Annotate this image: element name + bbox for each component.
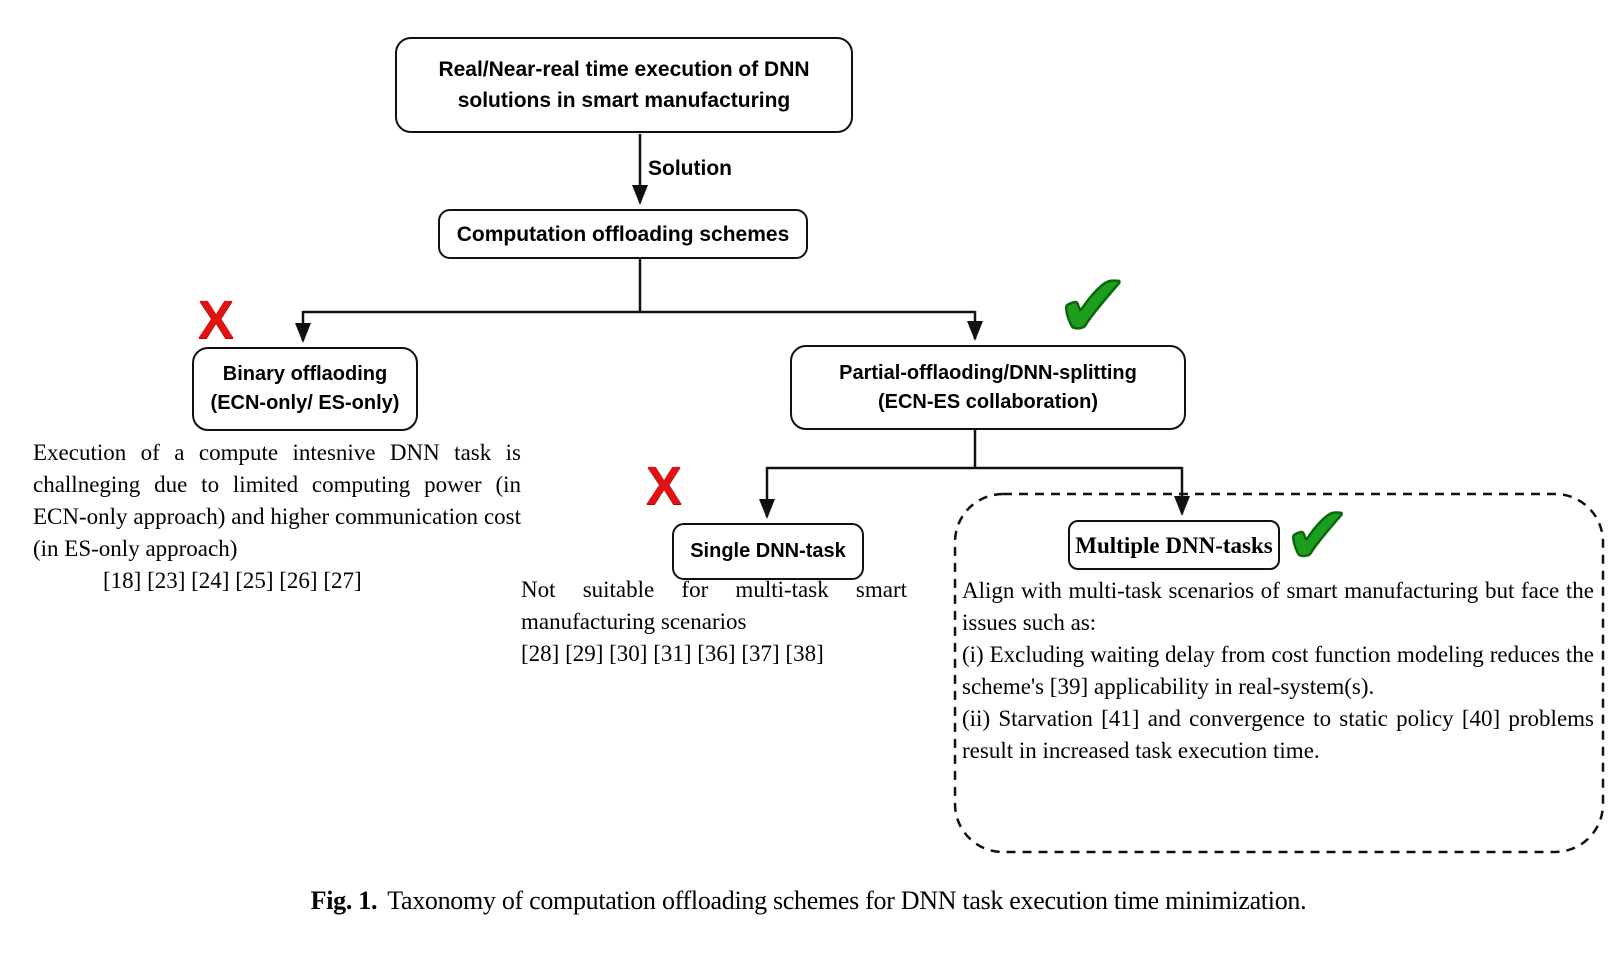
multiple-dnn-note: Align with multi-task scenarios of smart… xyxy=(962,575,1594,767)
check-icon: ✔ xyxy=(1055,254,1131,357)
figure-caption: Fig. 1. Taxonomy of computation offloadin… xyxy=(0,886,1617,916)
multiple-note-issue-i: (i) Excluding waiting delay from cost fu… xyxy=(962,642,1594,699)
figure-caption-text: Taxonomy of computation offloading schem… xyxy=(387,886,1307,915)
node-offloading-label: Computation offloading schemes xyxy=(456,222,790,246)
node-multiple-label: Multiple DNN-tasks xyxy=(1075,532,1273,558)
multiple-note-intro: Align with multi-task scenarios of smart… xyxy=(962,578,1594,635)
node-root-line2: solutions in smart manufacturing xyxy=(457,89,791,112)
solution-edge-label: Solution xyxy=(648,157,732,180)
binary-offloading-note: Execution of a compute intesnive DNN tas… xyxy=(33,437,521,597)
node-binary-offloading: Binary offlaoding (ECN-only/ ES-only) xyxy=(192,347,418,431)
figure-caption-label: Fig. 1. xyxy=(310,886,378,915)
single-dnn-note: Not suitable for multi-task smart manufa… xyxy=(521,574,907,670)
node-root-problem: Real/Near-real time execution of DNN sol… xyxy=(395,37,853,133)
single-note-text: Not suitable for multi-task smart manufa… xyxy=(521,577,907,634)
cross-icon: X xyxy=(198,290,235,350)
binary-note-references: [18] [23] [24] [25] [26] [27] xyxy=(103,568,362,593)
single-note-references: [28] [29] [30] [31] [36] [37] [38] xyxy=(521,641,824,666)
node-root-line1: Real/Near-real time execution of DNN xyxy=(438,58,810,81)
cross-icon: X xyxy=(646,456,683,516)
check-icon: ✔ xyxy=(1283,489,1353,582)
node-multiple-dnn-tasks: Multiple DNN-tasks xyxy=(1068,520,1280,570)
node-single-dnn-task: Single DNN-task xyxy=(672,523,864,580)
multiple-note-issue-ii: (ii) Starvation [41] and convergence to … xyxy=(962,706,1594,763)
node-binary-line1: Binary offlaoding xyxy=(222,363,388,385)
node-single-label: Single DNN-task xyxy=(690,540,846,562)
binary-note-text: Execution of a compute intesnive DNN tas… xyxy=(33,440,521,561)
node-binary-line2: (ECN-only/ ES-only) xyxy=(210,392,400,414)
node-partial-line2: (ECN-ES collaboration) xyxy=(877,390,1098,413)
node-computation-offloading: Computation offloading schemes xyxy=(438,209,808,259)
node-partial-line1: Partial-offlaoding/DNN-splitting xyxy=(839,361,1137,384)
node-partial-offloading: Partial-offlaoding/DNN-splitting (ECN-ES… xyxy=(790,345,1186,430)
